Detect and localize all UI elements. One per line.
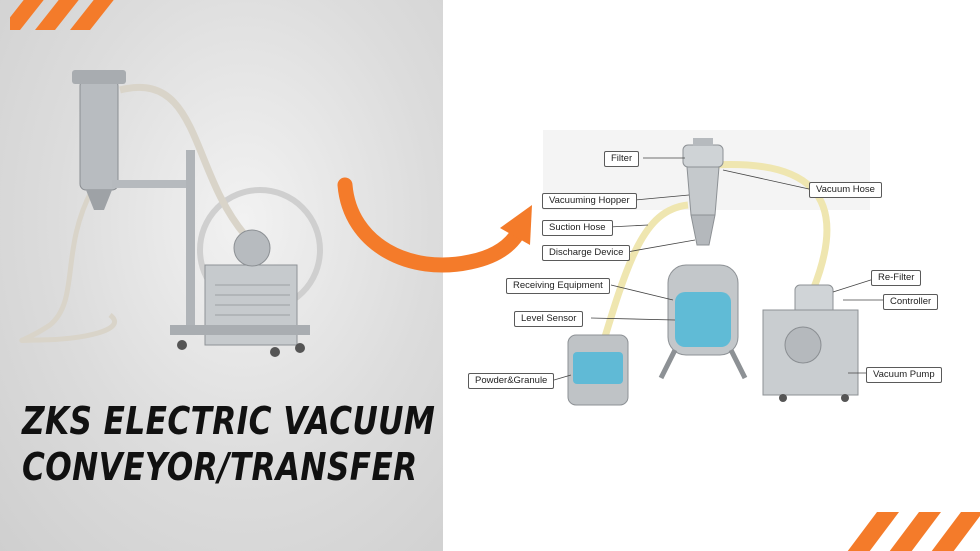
label-suction-hose: Suction Hose <box>542 220 613 236</box>
tank-liquid <box>675 292 731 347</box>
diagram-panel: Filter Vacuum Hose Vacuuming Hopper Suct… <box>443 0 980 551</box>
label-controller: Controller <box>883 294 939 310</box>
label-receiving-equipment: Receiving Equipment <box>506 278 610 294</box>
filter-unit <box>682 144 724 168</box>
bottom-right-stripes-icon <box>847 512 980 551</box>
suction-hose <box>594 201 689 362</box>
powder-liquid <box>573 352 623 384</box>
vacuum-hopper <box>79 79 119 191</box>
wheel <box>270 347 280 357</box>
wheel <box>779 394 787 402</box>
pump-motor <box>233 229 271 267</box>
label-vacuum-hose: Vacuum Hose <box>809 182 882 198</box>
label-powder-granule: Powder&Granule <box>468 373 555 389</box>
title-line-2: CONVEYOR/TRANSFER <box>22 445 418 489</box>
label-re-filter: Re-Filter <box>871 270 922 286</box>
filter-cap <box>693 138 713 146</box>
tank-leg <box>728 348 748 380</box>
leader-lines <box>553 157 883 381</box>
hopper-filter-top <box>72 70 126 84</box>
label-vacuuming-hopper: Vacuuming Hopper <box>542 193 637 209</box>
label-level-sensor: Level Sensor <box>514 311 584 327</box>
label-filter: Filter <box>604 151 640 167</box>
vacuuming-hopper <box>686 166 720 216</box>
label-vacuum-pump: Vacuum Pump <box>866 367 942 383</box>
vacuum-hose <box>119 84 248 238</box>
label-discharge-device: Discharge Device <box>542 245 631 261</box>
page-title: ZKS ELECTRIC VACUUM CONVEYOR/TRANSFER <box>22 398 435 490</box>
vacuum-pump-motor <box>784 326 822 364</box>
discharge-cone <box>86 190 112 210</box>
base-frame <box>170 325 310 335</box>
product-photo-panel: ZKS ELECTRIC VACUUM CONVEYOR/TRANSFER <box>0 0 443 551</box>
support-column <box>186 150 195 330</box>
system-diagram <box>543 130 883 406</box>
vacuum-conveyor-photo <box>19 70 323 357</box>
wheel <box>177 340 187 350</box>
tank-leg <box>658 348 678 380</box>
top-left-stripes-icon <box>0 0 130 42</box>
wheel <box>841 394 849 402</box>
title-line-1: ZKS ELECTRIC VACUUM <box>22 399 436 443</box>
discharge-device <box>690 214 716 246</box>
suction-hose <box>19 188 117 344</box>
wheel <box>295 343 305 353</box>
support-arm <box>112 180 192 188</box>
